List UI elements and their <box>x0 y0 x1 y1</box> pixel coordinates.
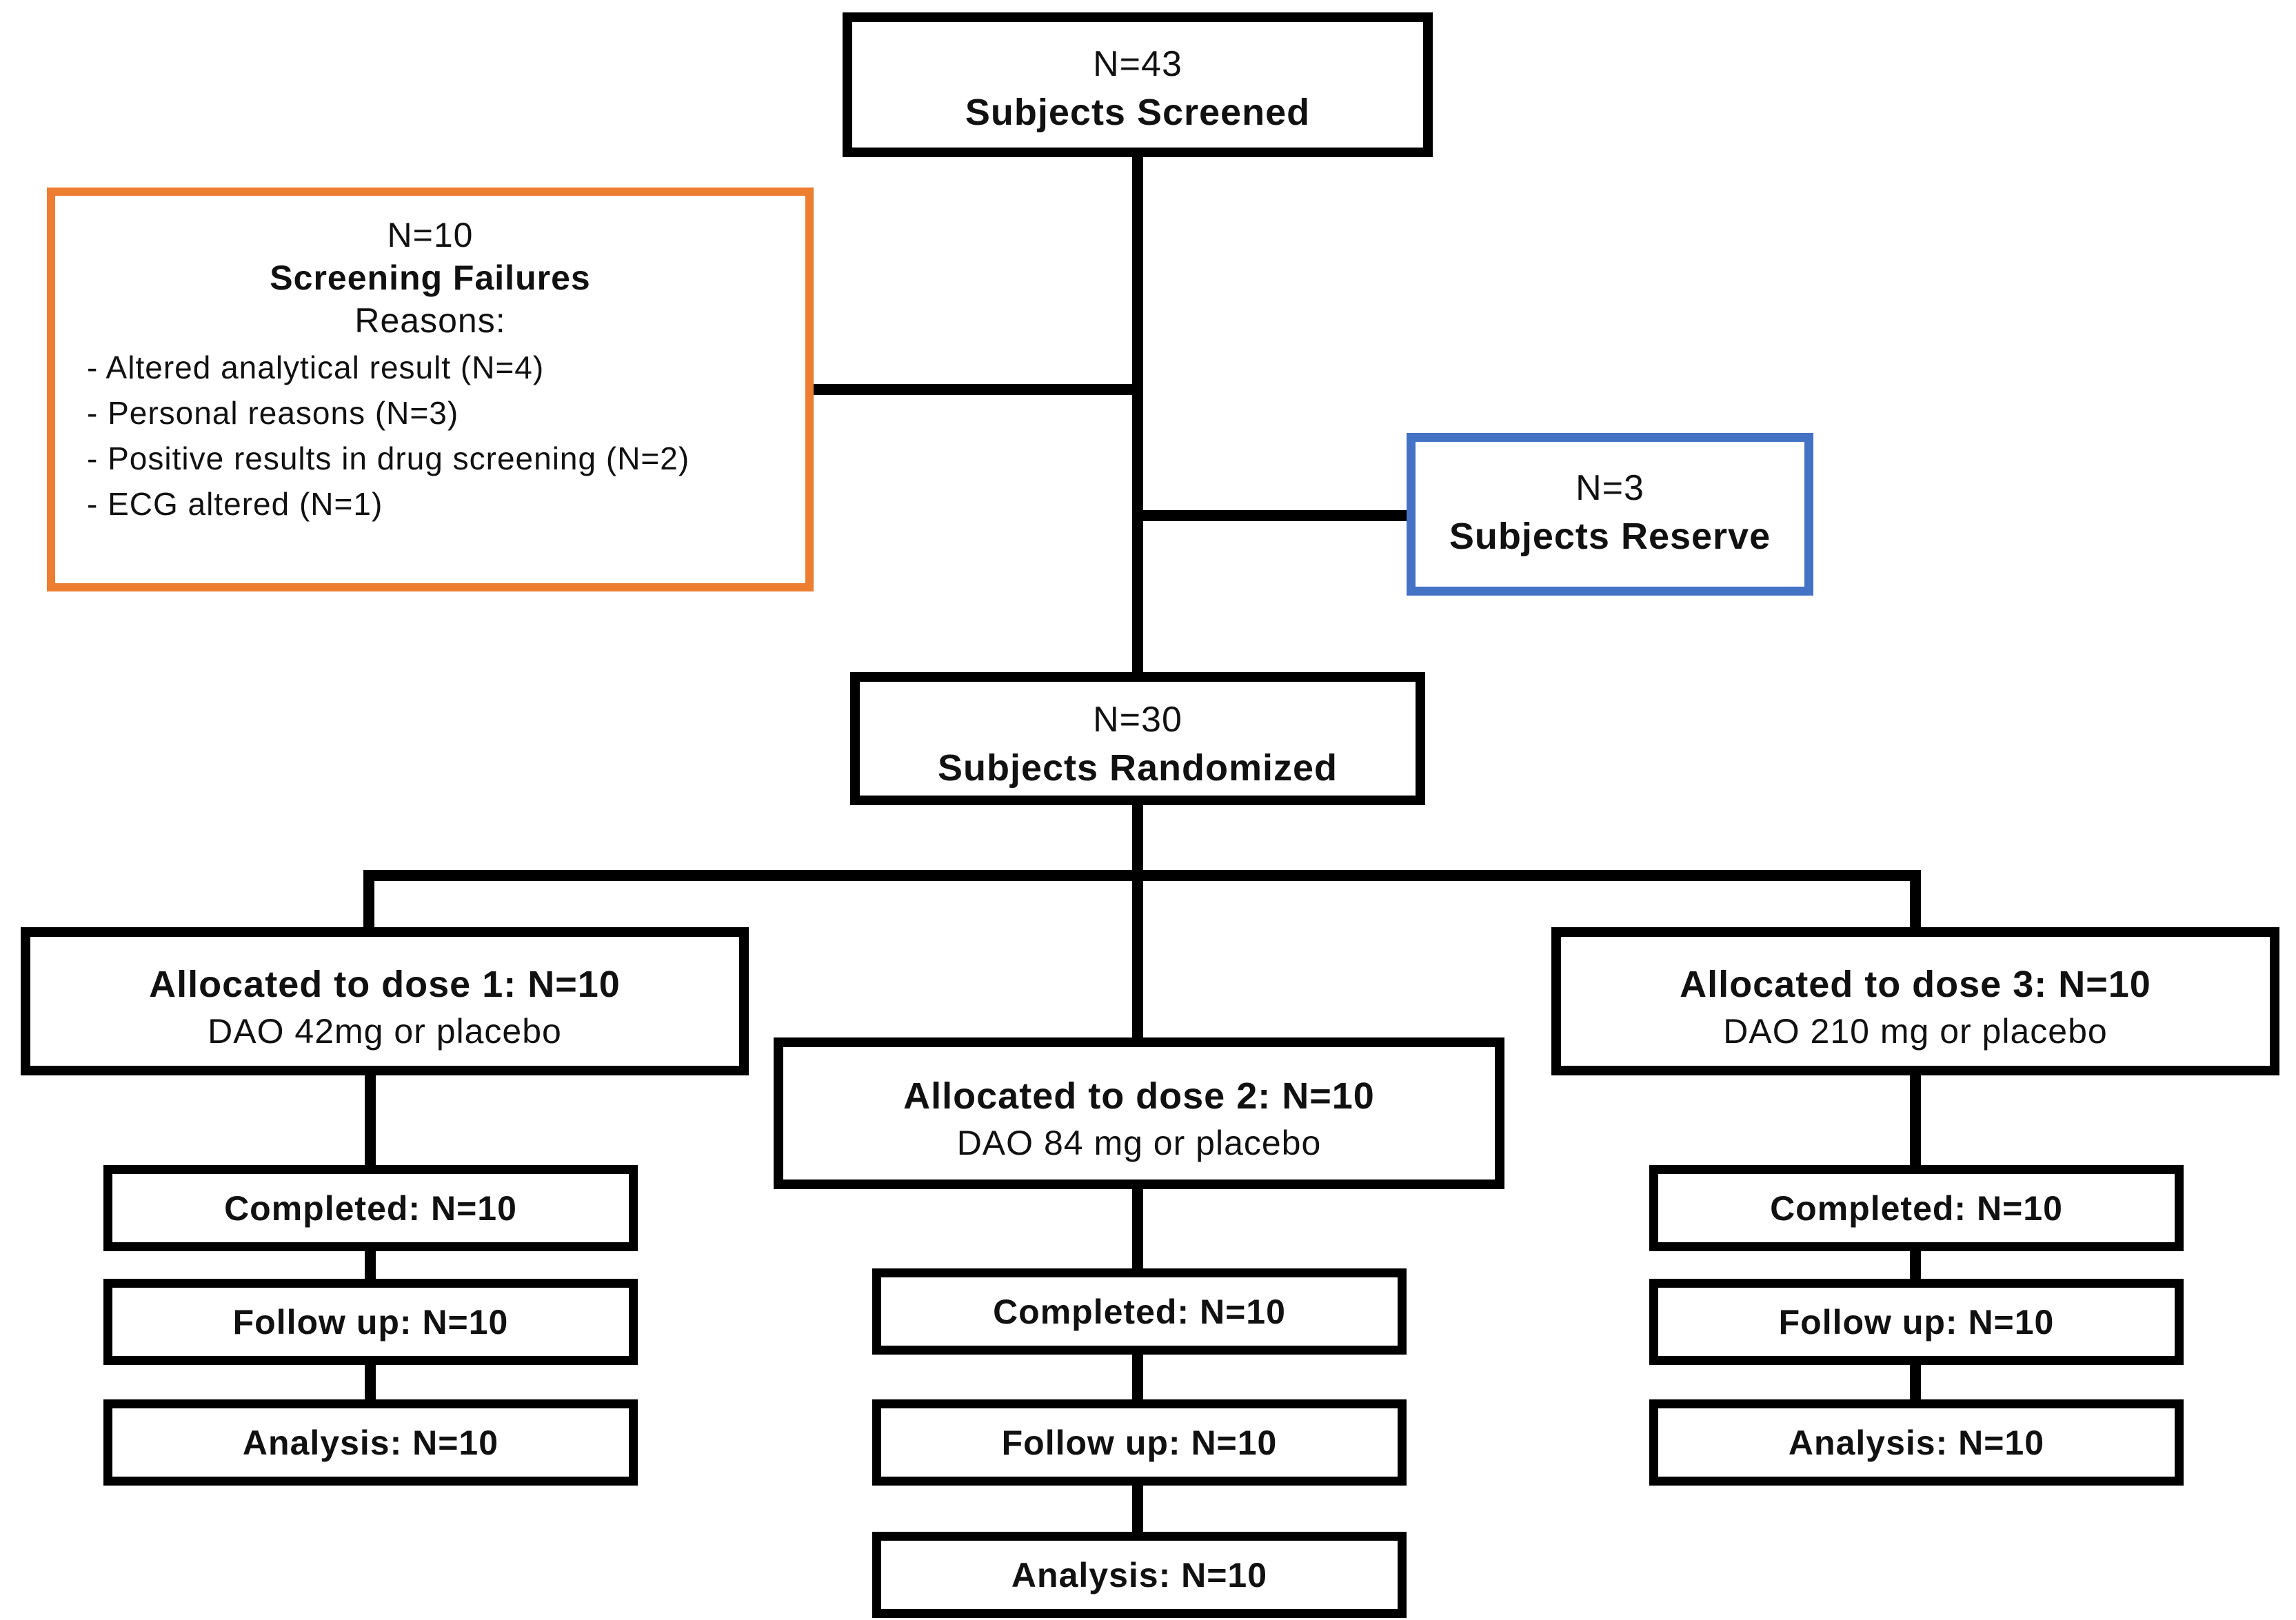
dose1-allocation-label: Allocated to dose 1: N=10 <box>149 964 621 1005</box>
subjects-reserve-label: Subjects Reserve <box>1449 516 1771 557</box>
subjects-screened-box: N=43 Subjects Screened <box>843 12 1433 157</box>
dose3-followup-box: Follow up: N=10 <box>1649 1279 2184 1365</box>
dose2-analysis-box: Analysis: N=10 <box>872 1532 1407 1618</box>
screening-failures-label: Screening Failures <box>270 259 591 297</box>
dose2-analysis-label: Analysis: N=10 <box>1011 1555 1268 1594</box>
dose1-allocation-box: Allocated to dose 1: N=10 DAO 42mg or pl… <box>21 927 749 1075</box>
dose1-followup-box: Follow up: N=10 <box>103 1279 638 1365</box>
subjects-reserve-count: N=3 <box>1575 468 1644 508</box>
dose3-completed-box: Completed: N=10 <box>1649 1165 2184 1251</box>
connector-dose2-completed-to-followup <box>1132 1355 1143 1399</box>
dose1-analysis-label: Analysis: N=10 <box>242 1423 499 1462</box>
dose3-analysis-box: Analysis: N=10 <box>1649 1399 2184 1486</box>
dose3-analysis-label: Analysis: N=10 <box>1788 1423 2045 1462</box>
dose2-completed-label: Completed: N=10 <box>993 1292 1286 1331</box>
subjects-screened-label: Subjects Screened <box>965 92 1311 133</box>
dose2-allocation-label: Allocated to dose 2: N=10 <box>903 1075 1375 1117</box>
connector-dose2-followup-to-analysis <box>1132 1486 1143 1532</box>
subjects-randomized-count: N=30 <box>1093 700 1182 740</box>
subjects-randomized-box: N=30 Subjects Randomized <box>850 672 1425 805</box>
screening-failures-reason-list: - Altered analytical result (N=4) - Pers… <box>55 342 805 527</box>
reason-item: - Altered analytical result (N=4) <box>87 350 545 385</box>
reason-item: - Positive results in drug screening (N=… <box>87 441 690 476</box>
connector-randomized-to-distribution-bar <box>1132 805 1143 881</box>
dose1-completed-box: Completed: N=10 <box>103 1165 638 1251</box>
dose3-allocation-box: Allocated to dose 3: N=10 DAO 210 mg or … <box>1551 927 2279 1075</box>
connector-dose3-followup-to-analysis <box>1910 1365 1921 1399</box>
connector-bar-to-dose1 <box>363 870 374 927</box>
dose1-completed-label: Completed: N=10 <box>224 1188 517 1228</box>
connector-bar-to-dose2 <box>1132 881 1143 1037</box>
connector-screened-to-randomized <box>1132 157 1143 672</box>
dose1-analysis-box: Analysis: N=10 <box>103 1399 638 1486</box>
dose1-followup-label: Follow up: N=10 <box>232 1302 509 1341</box>
reason-item: - Personal reasons (N=3) <box>87 395 459 431</box>
connector-dose3-completed-to-followup <box>1910 1251 1921 1279</box>
connector-to-subjects-reserve <box>1132 510 1407 521</box>
connector-to-screening-failures <box>814 384 1143 395</box>
dose3-allocation-label: Allocated to dose 3: N=10 <box>1680 964 2151 1005</box>
dose2-allocation-box: Allocated to dose 2: N=10 DAO 84 mg or p… <box>774 1037 1504 1189</box>
dose2-followup-label: Follow up: N=10 <box>1001 1423 1278 1462</box>
subjects-randomized-label: Subjects Randomized <box>937 747 1338 789</box>
connector-dose1-to-completed <box>365 1075 376 1165</box>
dose3-followup-label: Follow up: N=10 <box>1778 1302 2055 1341</box>
connector-dose1-followup-to-analysis <box>365 1365 376 1399</box>
dose2-followup-box: Follow up: N=10 <box>872 1399 1407 1486</box>
distribution-bar <box>363 870 1921 881</box>
subjects-reserve-box: N=3 Subjects Reserve <box>1407 433 1813 596</box>
connector-bar-to-dose3 <box>1910 870 1921 927</box>
dose1-treatment-label: DAO 42mg or placebo <box>208 1012 562 1051</box>
screening-failures-reasons-title: Reasons: <box>354 301 506 340</box>
dose2-completed-box: Completed: N=10 <box>872 1268 1407 1355</box>
connector-dose2-to-completed <box>1132 1189 1143 1268</box>
dose2-treatment-label: DAO 84 mg or placebo <box>956 1124 1322 1162</box>
reason-item: - ECG altered (N=1) <box>87 486 383 522</box>
subjects-screened-count: N=43 <box>1093 44 1182 84</box>
screening-failures-box: N=10 Screening Failures Reasons: - Alter… <box>47 188 814 591</box>
connector-dose3-to-completed <box>1910 1075 1921 1165</box>
dose3-treatment-label: DAO 210 mg or placebo <box>1723 1012 2108 1051</box>
connector-dose1-completed-to-followup <box>365 1251 376 1279</box>
dose3-completed-label: Completed: N=10 <box>1770 1188 2063 1228</box>
screening-failures-count: N=10 <box>387 216 474 254</box>
